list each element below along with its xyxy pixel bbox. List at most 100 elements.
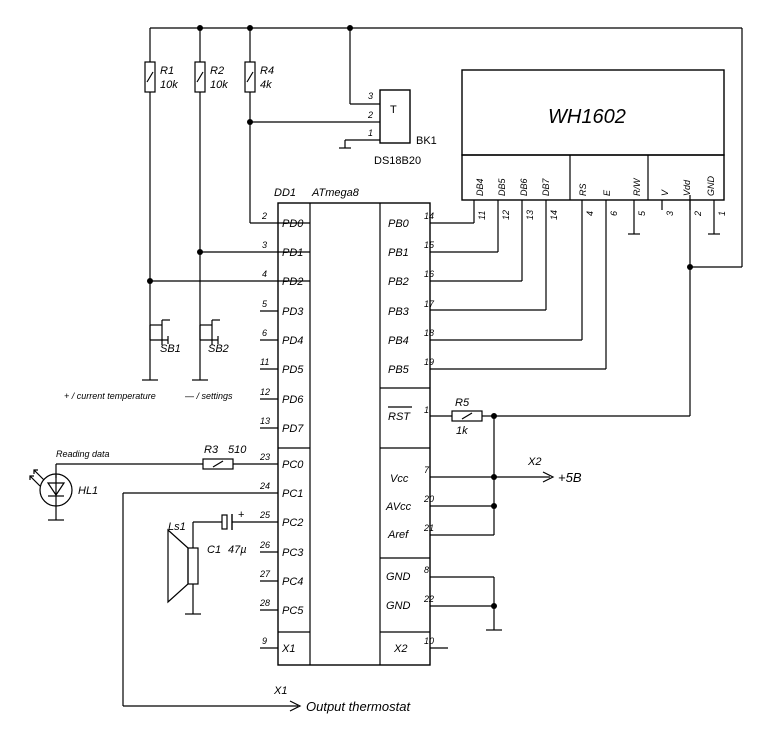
r2-value: 10k	[210, 79, 228, 91]
num-17: 17	[424, 299, 435, 309]
led-label: Reading data	[56, 449, 110, 459]
pin-gnd-8: GND	[386, 571, 411, 583]
lcd-num-2: 2	[693, 211, 703, 217]
sensor-part: DS18B20	[374, 155, 421, 167]
lcd-pin-db5: DB5	[497, 177, 507, 196]
lcd-pin-db4: DB4	[475, 178, 485, 196]
num-25: 25	[259, 510, 271, 520]
pin-pb5: PB5	[388, 364, 410, 376]
sensor-pin-1: 1	[368, 128, 373, 138]
sb2-label: — / settings	[184, 391, 233, 401]
lcd-num-14: 14	[549, 210, 559, 220]
port-d-wires	[147, 119, 370, 284]
pin-gnd-22: GND	[386, 600, 411, 612]
num-3: 3	[262, 240, 267, 250]
lcd-num-12: 12	[501, 210, 511, 220]
r5-ref: R5	[455, 397, 470, 409]
pin-avcc: AVcc	[385, 501, 412, 513]
num-5: 5	[262, 299, 268, 309]
vcc-rail	[150, 25, 743, 417]
pin-rst: RST	[388, 411, 411, 423]
pin-x1: X1	[281, 643, 295, 655]
pin-vcc: Vcc	[390, 473, 409, 485]
output-label: Output thermostat	[306, 699, 411, 714]
num-8: 8	[424, 565, 429, 575]
pin-pd5: PD5	[282, 364, 304, 376]
lcd-pin-e: E	[602, 189, 612, 196]
resistor-r2: R2 10k	[194, 28, 228, 340]
num-7: 7	[424, 465, 430, 475]
pin-pc5: PC5	[282, 605, 304, 617]
num-11: 11	[260, 357, 269, 367]
num-1: 1	[424, 405, 429, 415]
num-19: 19	[424, 357, 434, 367]
lcd-num-6: 6	[609, 211, 619, 216]
lcd-num-1: 1	[717, 211, 727, 216]
lcd-num-13: 13	[525, 210, 535, 220]
sb2-ref: SB2	[208, 343, 229, 355]
power-label: +5B	[558, 470, 582, 485]
num-12: 12	[260, 387, 270, 397]
x1-connector: X1	[273, 685, 287, 697]
pin-pd0: PD0	[282, 218, 304, 230]
num-15: 15	[424, 240, 435, 250]
num-18: 18	[424, 328, 434, 338]
pin-pd7: PD7	[282, 423, 304, 435]
pin-aref: Aref	[387, 529, 409, 541]
sensor-pin-2: 2	[367, 110, 373, 120]
power-net: X2 +5B	[430, 416, 582, 536]
r4-value: 4k	[260, 79, 272, 91]
cap-ref: C1	[207, 544, 221, 556]
mcu-ref: DD1	[274, 187, 296, 199]
lcd-pin-rs: RS	[578, 183, 588, 196]
lcd-pin-rw: R/W	[632, 177, 642, 196]
num-20: 20	[423, 494, 434, 504]
num-16: 16	[424, 269, 434, 279]
r5-value: 1k	[456, 425, 468, 437]
num-6: 6	[262, 328, 267, 338]
led-ref: HL1	[78, 485, 98, 497]
resistor-r5: R5 1k	[430, 397, 497, 437]
pin-x2: X2	[393, 643, 407, 655]
switch-sb1: SB1	[142, 319, 181, 381]
lcd-wh1602: WH1602 DB4 DB5 DB6 DB7 RS E R/W V Vdd GN…	[461, 69, 727, 369]
num-4: 4	[262, 269, 267, 279]
r3-value: 510	[228, 444, 247, 456]
lcd-pin-v: V	[660, 189, 670, 196]
num-10: 10	[424, 636, 434, 646]
sensor-pin-3: 3	[368, 91, 373, 101]
pin-pc1: PC1	[282, 488, 303, 500]
lcd-pin-vdd: Vdd	[682, 179, 692, 196]
pin-pd2: PD2	[282, 276, 303, 288]
num-24: 24	[259, 481, 270, 491]
pin-pd4: PD4	[282, 335, 303, 347]
lcd-pin-db6: DB6	[519, 178, 529, 196]
lcd-num-3: 3	[665, 211, 675, 216]
sb1-ref: SB1	[160, 343, 181, 355]
sb1-label: + / current temperature	[64, 391, 156, 401]
speaker-ref: Ls1	[168, 521, 186, 533]
pin-pc0: PC0	[282, 459, 304, 471]
resistor-r4: R4 4k	[244, 28, 274, 223]
pin-pb2: PB2	[388, 276, 409, 288]
cap-value: 47µ	[228, 544, 247, 556]
port-b-wires	[430, 222, 606, 370]
mcu-dd1: DD1 ATmega8 PD0 PD1 PD2 PD3 PD4 PD5 PD6 …	[259, 187, 448, 666]
num-22: 22	[423, 594, 434, 604]
lcd-pin-db7: DB7	[541, 177, 551, 196]
lcd-pin-gnd: GND	[706, 176, 716, 197]
led-hl1: Reading data R3 510 HL1	[29, 444, 260, 521]
pin-pc2: PC2	[282, 517, 303, 529]
cap-plus: +	[238, 509, 244, 521]
num-14: 14	[424, 211, 434, 221]
num-27: 27	[259, 569, 271, 579]
lcd-num-5: 5	[637, 210, 647, 216]
pin-pc3: PC3	[282, 547, 304, 559]
resistor-r1: R1 10k	[144, 28, 178, 340]
r2-ref: R2	[210, 65, 224, 77]
speaker-ls1: Ls1	[167, 521, 222, 615]
gnd-net	[430, 576, 502, 631]
num-21: 21	[423, 523, 434, 533]
capacitor-c1: + C1 47µ	[207, 509, 260, 556]
